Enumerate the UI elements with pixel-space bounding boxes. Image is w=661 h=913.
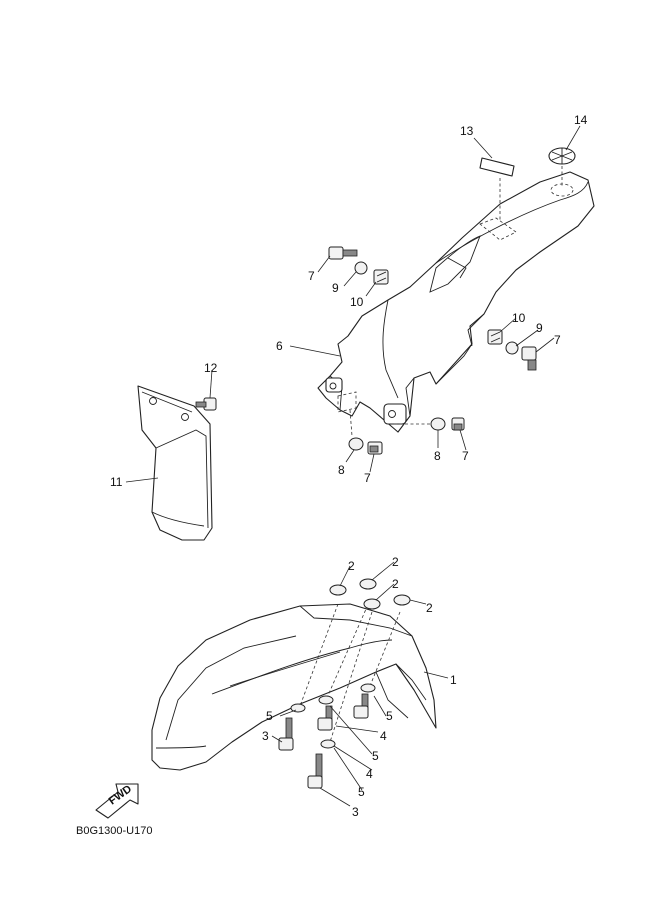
- callout-5-d: 5: [358, 785, 365, 799]
- nut-10-upper: [373, 269, 389, 285]
- callout-8-right: 8: [434, 449, 441, 463]
- callout-9-right: 9: [536, 321, 543, 335]
- bolt-7-lower-left: [367, 441, 383, 455]
- bolt-3-a: [278, 717, 294, 751]
- callout-2-b: 2: [392, 555, 399, 569]
- collar-8-left: [348, 437, 364, 451]
- collar-5-d: [360, 683, 376, 693]
- washer-2-a: [329, 584, 347, 596]
- collar-5-c: [320, 739, 336, 749]
- callout-5-a: 5: [266, 709, 273, 723]
- fwd-arrow-icon: FWD: [95, 783, 139, 819]
- collar-5-b: [318, 695, 334, 705]
- emblem-14: [548, 147, 576, 165]
- callout-7-lower-left: 7: [364, 471, 371, 485]
- callout-3-a: 3: [262, 729, 269, 743]
- callout-9-upper: 9: [332, 281, 339, 295]
- callout-12: 12: [204, 361, 218, 375]
- callout-10-upper: 10: [350, 295, 364, 309]
- bolt-4-a: [317, 705, 333, 731]
- collar-9-right: [505, 341, 519, 355]
- callout-14: 14: [574, 113, 588, 127]
- callout-2-c: 2: [392, 577, 399, 591]
- bolt-12: [195, 397, 217, 411]
- callout-10-right: 10: [512, 311, 526, 325]
- front-fender: [151, 599, 437, 771]
- callout-1: 1: [450, 673, 457, 687]
- mud-flap: [137, 385, 213, 541]
- callout-4-b: 4: [366, 767, 373, 781]
- decal-13: [479, 157, 515, 177]
- callout-11: 11: [110, 475, 123, 489]
- nut-10-right: [487, 329, 503, 345]
- callout-5-b: 5: [386, 709, 393, 723]
- callout-2-a: 2: [348, 559, 355, 573]
- callout-13: 13: [460, 124, 474, 138]
- bolt-7-right: [521, 346, 537, 371]
- callout-4-a: 4: [380, 729, 387, 743]
- washer-2-d: [393, 594, 411, 606]
- callout-2-d: 2: [426, 601, 433, 615]
- callout-labels: 13 14 6 7 9 10 10 9 7 8 7 8 7 12 11 1 2 …: [110, 113, 588, 819]
- callout-8-left: 8: [338, 463, 345, 477]
- callout-7-right: 7: [554, 333, 561, 347]
- callout-7-lower-right: 7: [462, 449, 469, 463]
- washer-2-b: [359, 578, 377, 590]
- washer-2-c: [363, 598, 381, 610]
- collar-9-upper: [354, 261, 368, 275]
- bolt-7-lower-right: [451, 417, 465, 431]
- collar-5-a: [290, 703, 306, 713]
- callout-7-upper: 7: [308, 269, 315, 283]
- leader-lines: [125, 125, 581, 807]
- callout-6: 6: [276, 339, 283, 353]
- callout-3-b: 3: [352, 805, 359, 819]
- bolt-3-b: [307, 753, 323, 789]
- collar-8-right: [430, 417, 446, 431]
- callout-5-c: 5: [372, 749, 379, 763]
- rear-fender: [317, 166, 595, 437]
- bolt-4-b: [353, 693, 369, 719]
- bolt-7-upper: [328, 246, 358, 260]
- diagram-code: B0G1300-U170: [76, 825, 152, 837]
